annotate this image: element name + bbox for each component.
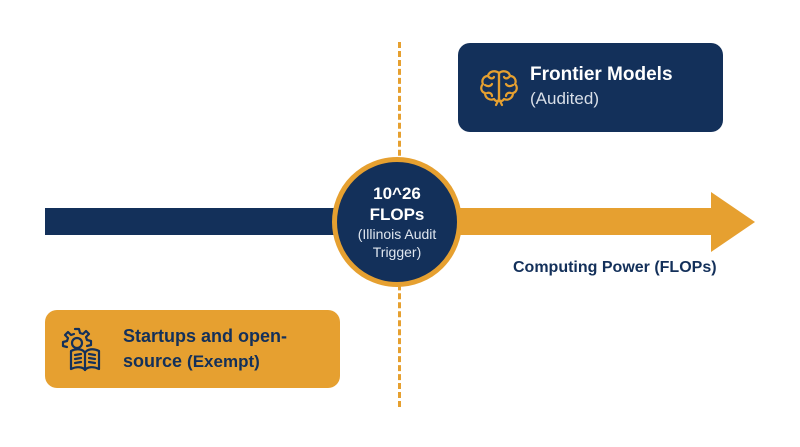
axis-arrow-head [711, 192, 755, 252]
frontier-card-subtitle: (Audited) [530, 89, 599, 108]
axis-label: Computing Power (FLOPs) [513, 259, 717, 276]
startups-card: Startups and open- source (Exempt) [45, 310, 340, 388]
threshold-unit: FLOPs [369, 205, 425, 224]
startups-card-title-source: source [123, 351, 183, 371]
frontier-card-title: Frontier Models [530, 64, 673, 85]
startups-card-subtitle: (Exempt) [187, 352, 260, 371]
startups-card-text: Startups and open- source (Exempt) [123, 324, 333, 374]
gear-book-icon [61, 327, 101, 372]
threshold-node: 10^26 FLOPs (Illinois Audit Trigger) [332, 157, 462, 287]
startups-card-title-line1: Startups and open- [123, 326, 288, 346]
threshold-value: 10^26 [373, 184, 421, 203]
frontier-card-text: Frontier Models (Audited) [530, 62, 673, 110]
axis-bar-above-threshold [455, 208, 713, 235]
threshold-note-line2: Trigger) [372, 244, 422, 260]
brain-icon [480, 70, 518, 107]
threshold-note-line1: (Illinois Audit [357, 226, 437, 242]
frontier-models-card: Frontier Models (Audited) [458, 43, 723, 132]
startups-card-title-line2: source (Exempt) [123, 349, 333, 374]
axis-bar-below-threshold [45, 208, 345, 235]
